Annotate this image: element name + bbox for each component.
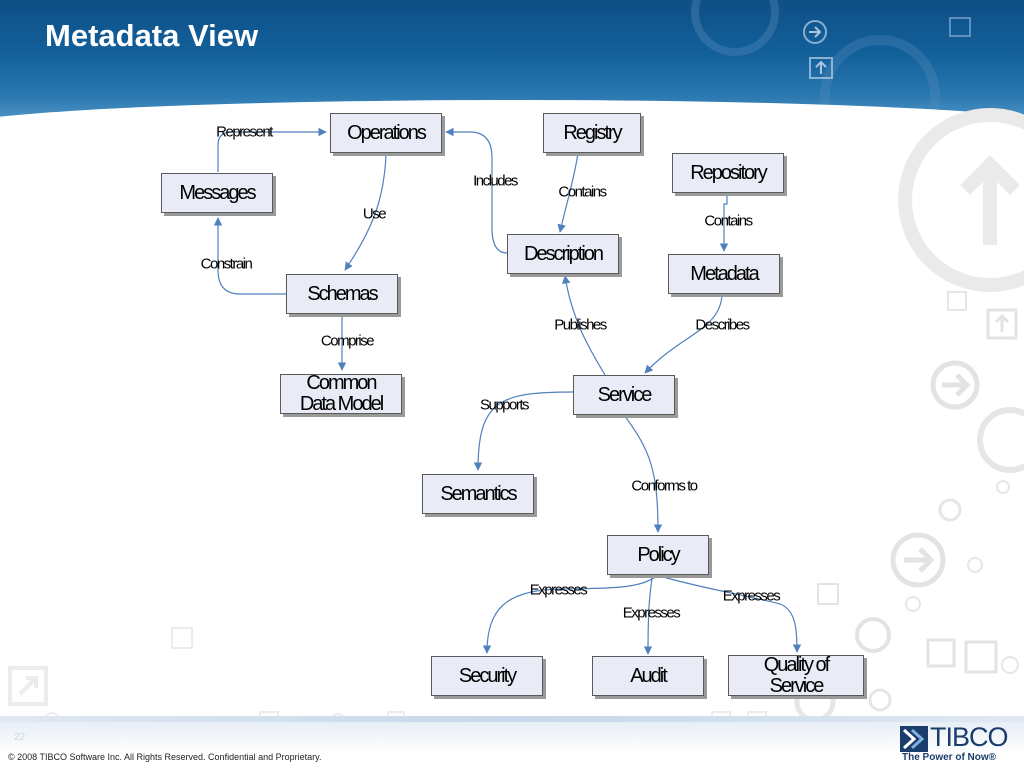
node-policy: Policy	[607, 535, 709, 575]
edge-includes	[445, 127, 508, 254]
edge-label-includes: Includes	[473, 172, 518, 190]
slide-title: Metadata View	[45, 18, 259, 53]
node-metadata: Metadata	[668, 254, 780, 294]
edge-label-contains-repository: Contains	[704, 212, 753, 230]
node-schemas: Schemas	[286, 274, 398, 314]
node-quality-of-service: Quality of Service	[728, 654, 864, 696]
edge-label-expresses-security: Expresses	[529, 581, 588, 599]
node-operations: Operations	[330, 113, 442, 153]
header-curve	[0, 100, 1024, 120]
footer-band	[0, 716, 1024, 722]
node-common-data-model: Common Data Model	[280, 373, 402, 415]
edge-label-use: Use	[362, 205, 387, 223]
edge-conforms	[623, 414, 663, 533]
edge-supports	[473, 391, 574, 471]
slide-header: Metadata View	[0, 0, 1024, 120]
edge-label-conforms-to: Conforms to	[631, 477, 698, 495]
edge-label-expresses-audit: Expresses	[622, 604, 681, 622]
edge-label-publishes: Publishes	[554, 316, 607, 334]
edge-label-contains-registry: Contains	[558, 183, 607, 201]
edge-contains-repository	[719, 194, 729, 252]
slide-number: 22	[14, 732, 26, 743]
edge-label-comprise: Comprise	[320, 332, 375, 350]
logo-wordmark: TIBCO	[930, 722, 1009, 752]
header-decoration	[691, 0, 971, 120]
node-registry: Registry	[543, 113, 641, 153]
node-service: Service	[573, 375, 675, 415]
edge-use	[344, 154, 387, 271]
node-messages: Messages	[161, 173, 273, 213]
edge-label-represent: Represent	[216, 123, 273, 141]
edge-constrain	[213, 217, 286, 295]
edge-describes	[644, 294, 723, 374]
edge-label-expresses-qos: Expresses	[722, 587, 781, 605]
slide-footer	[0, 722, 1024, 768]
edge-expresses-audit	[643, 577, 653, 655]
copyright-notice: © 2008 TIBCO Software Inc. All Rights Re…	[8, 752, 322, 762]
logo-tagline: The Power of Now®	[902, 752, 997, 763]
tibco-logo: TIBCO The Power of Now®	[900, 722, 1018, 766]
edge-expresses-qos	[659, 575, 802, 653]
edge-represent	[217, 127, 327, 172]
tibco-logo-mark-icon	[900, 726, 928, 752]
edge-label-describes: Describes	[695, 316, 750, 334]
node-description: Description	[507, 234, 619, 274]
node-audit: Audit	[592, 656, 704, 696]
node-semantics: Semantics	[422, 474, 534, 514]
node-security: Security	[431, 656, 543, 696]
edge-expresses-security	[482, 575, 657, 654]
edge-label-supports: Supports	[479, 396, 530, 414]
node-repository: Repository	[672, 153, 784, 193]
edge-label-constrain: Constrain	[200, 255, 253, 273]
edge-publishes	[562, 275, 606, 376]
edge-contains-registry	[557, 152, 579, 233]
